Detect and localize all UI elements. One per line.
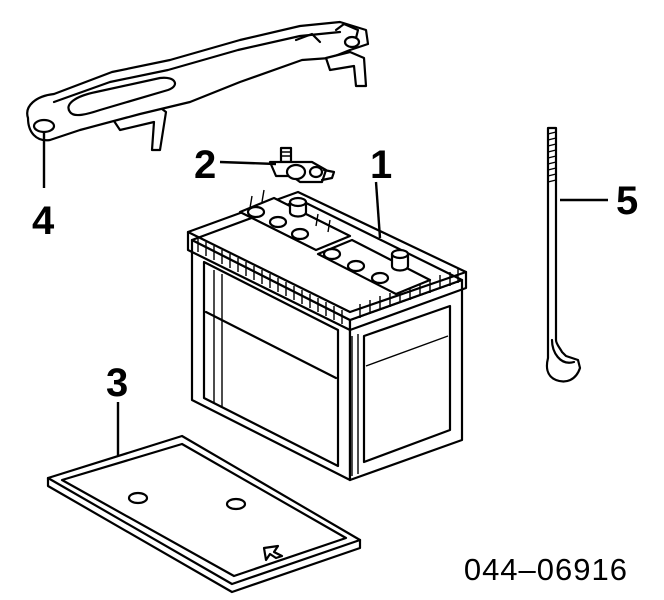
callout-1: 1 (370, 143, 392, 187)
callout-3: 3 (106, 361, 128, 405)
battery-tray (46, 434, 362, 594)
callout-4: 4 (32, 199, 55, 243)
callout-2: 2 (194, 143, 216, 187)
terminal-clamp (268, 146, 336, 184)
leader-1 (374, 181, 382, 239)
hold-down-clamp (26, 20, 370, 152)
j-bolt (545, 126, 582, 383)
battery (186, 189, 468, 482)
part-code: 044–06916 (464, 552, 628, 587)
callout-5: 5 (616, 179, 638, 223)
leader-2 (219, 160, 277, 166)
